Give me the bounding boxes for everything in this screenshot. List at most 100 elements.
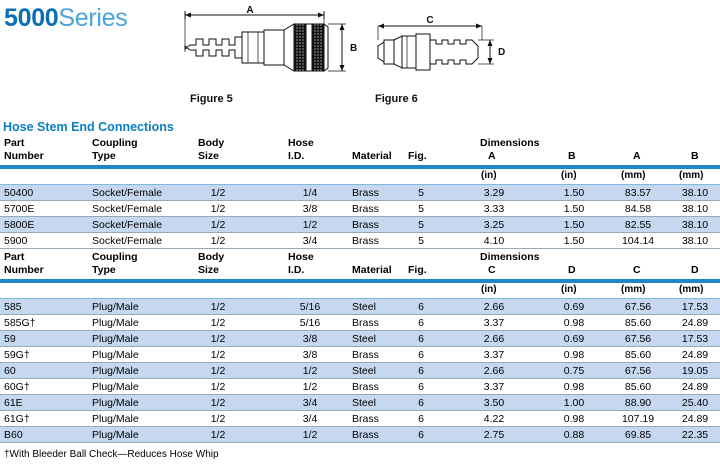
cell-material: Steel (352, 333, 376, 345)
cell-coupling-type: Plug/Male (92, 413, 139, 425)
cell-fig: 6 (418, 381, 424, 393)
cell-part-number: 60G† (4, 381, 30, 393)
cell-part-number: 585 (4, 301, 22, 313)
cell-material: Steel (352, 397, 376, 409)
unit-dim-c-mm: (mm) (621, 284, 646, 295)
cell-hose-id: 1/2 (302, 219, 318, 231)
cell-coupling-type: Plug/Male (92, 333, 139, 345)
cell-fig: 6 (418, 413, 424, 425)
cell-part-number: B60 (4, 429, 23, 441)
cell-dim-1: 4.22 (483, 413, 505, 425)
unit-dim-d-mm: (mm) (679, 284, 704, 295)
cell-body-size: 1/2 (210, 317, 226, 329)
header-material: Material (352, 150, 392, 162)
cell-dim-2: 0.88 (563, 429, 585, 441)
cell-coupling-type: Plug/Male (92, 349, 139, 361)
cell-part-number: 5900 (4, 235, 28, 247)
cell-material: Steel (352, 365, 376, 377)
cell-body-size: 1/2 (210, 301, 226, 313)
cell-part-number: 5700E (4, 203, 35, 215)
cell-dim-2: 0.75 (563, 365, 585, 377)
cell-body-size: 1/2 (210, 365, 226, 377)
figure-5-svg: A B (184, 6, 357, 72)
cell-dim-4: 38.10 (681, 203, 709, 215)
header-fig: Fig. (408, 150, 427, 162)
header-dim-d-mm: D (691, 264, 699, 276)
header-dimensions-group: Dimensions (480, 137, 540, 149)
cell-dim-3: 84.58 (624, 203, 652, 215)
figure-6-dim-d-label: D (498, 47, 505, 58)
figure-6-caption: Figure 6 (375, 93, 418, 105)
cell-dim-1: 3.37 (483, 349, 505, 361)
page-title: 5000Series (4, 4, 128, 33)
header-material: Material (352, 264, 392, 276)
header-dim-a-in: A (488, 150, 496, 162)
table-1-header-rule (0, 165, 720, 169)
figure-6-drawing: C D (372, 6, 532, 90)
cell-hose-id: 3/8 (302, 349, 318, 361)
cell-fig: 5 (418, 203, 424, 215)
cell-dim-1: 4.10 (483, 235, 505, 247)
cell-dim-4: 22.35 (681, 429, 709, 441)
cell-coupling-type: Socket/Female (92, 219, 163, 231)
cell-coupling-type: Plug/Male (92, 429, 139, 441)
cell-hose-id: 1/2 (302, 381, 318, 393)
page-title-word: Series (58, 4, 128, 32)
cell-part-number: 60 (4, 365, 16, 377)
cell-dim-2: 0.98 (563, 381, 585, 393)
cell-dim-3: 69.85 (624, 429, 652, 441)
cell-body-size: 1/2 (210, 397, 226, 409)
cell-dim-3: 85.60 (624, 349, 652, 361)
cell-dim-4: 24.89 (681, 317, 709, 329)
cell-dim-3: 67.56 (624, 333, 652, 345)
figure-6-dim-c-label: C (426, 15, 433, 26)
page-title-number: 5000 (4, 4, 59, 32)
cell-coupling-type: Plug/Male (92, 317, 139, 329)
cell-dim-3: 85.60 (624, 317, 652, 329)
cell-dim-4: 38.10 (681, 187, 709, 199)
cell-dim-3: 67.56 (624, 301, 652, 313)
cell-hose-id: 3/8 (302, 203, 318, 215)
cell-material: Brass (352, 317, 379, 329)
cell-fig: 6 (418, 429, 424, 441)
cell-body-size: 1/2 (210, 203, 226, 215)
cell-body-size: 1/2 (210, 381, 226, 393)
cell-dim-4: 24.89 (681, 413, 709, 425)
cell-coupling-type: Plug/Male (92, 301, 139, 313)
cell-hose-id: 5/16 (299, 317, 321, 329)
cell-coupling-type: Socket/Female (92, 187, 163, 199)
cell-fig: 6 (418, 301, 424, 313)
cell-body-size: 1/2 (210, 413, 226, 425)
cell-dim-4: 17.53 (681, 301, 709, 313)
cell-material: Brass (352, 413, 379, 425)
cell-part-number: 59 (4, 333, 16, 345)
unit-dim-a-mm: (mm) (621, 170, 646, 181)
cell-dim-3: 104.14 (621, 235, 655, 247)
cell-dim-1: 2.66 (483, 365, 505, 377)
unit-dim-a-in: (in) (481, 170, 497, 181)
cell-dim-1: 2.75 (483, 429, 505, 441)
cell-material: Brass (352, 349, 379, 361)
